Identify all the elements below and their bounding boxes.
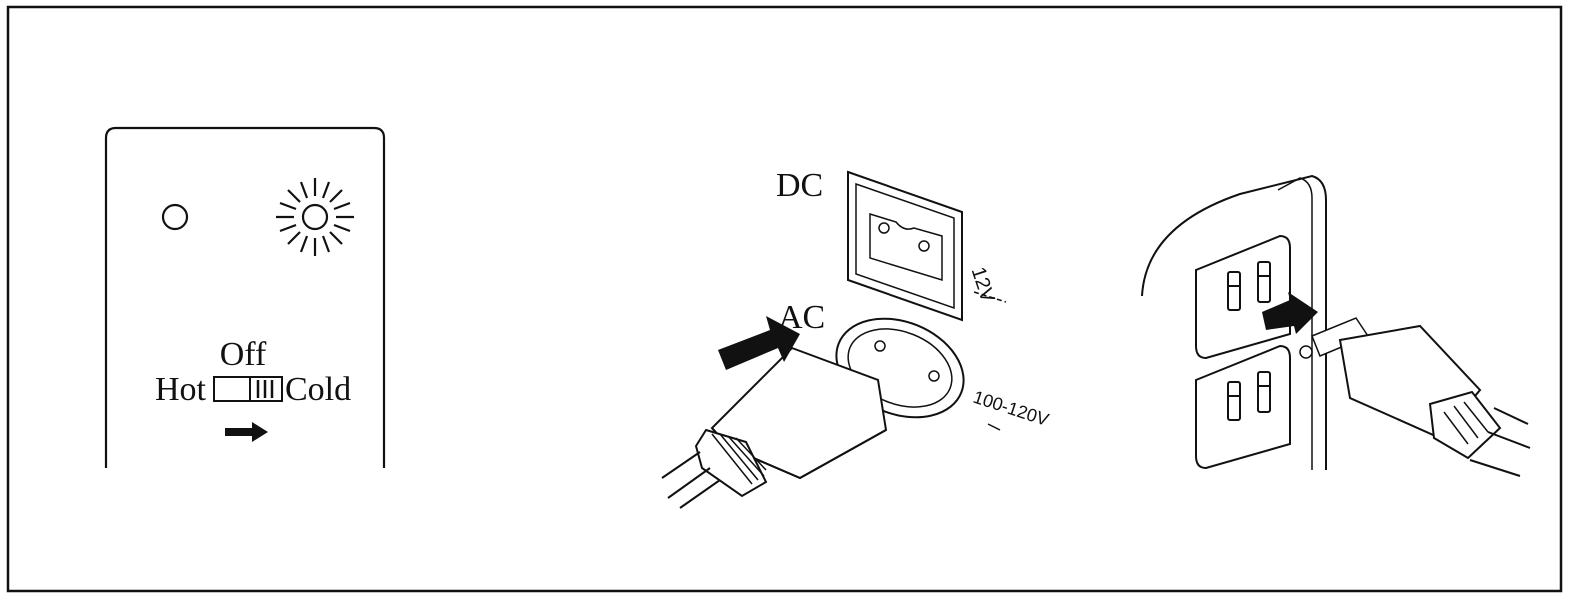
- outlet-lower: [1195, 344, 1291, 470]
- dc-label: DC: [776, 167, 823, 204]
- switch-off-label: Off: [220, 336, 267, 373]
- switch-hot-label: Hot: [155, 371, 207, 408]
- ac-label: AC: [778, 299, 825, 336]
- switch-direction-arrow-icon: [225, 422, 268, 442]
- dc-ac-socket-illustration: [661, 170, 1007, 509]
- outlet-upper: [1195, 234, 1291, 360]
- voltage-ac-symbol: [987, 423, 1001, 431]
- diagram-frame: [6, 5, 1563, 593]
- wall-cord: [1469, 407, 1531, 477]
- control-panel-outline: [104, 126, 386, 468]
- wall-outlet-illustration: [1141, 174, 1531, 477]
- wall-plug: [1299, 317, 1502, 460]
- dc-socket: [847, 170, 963, 322]
- indicator-off-icon: [161, 203, 189, 231]
- control-panel: [104, 126, 386, 468]
- switch-cold-label: Cold: [285, 371, 351, 408]
- wall-insert-arrow-icon: [1262, 292, 1318, 334]
- indicator-on-icon: [276, 178, 354, 256]
- mode-switch[interactable]: [213, 376, 283, 402]
- insert-arrow-icon: [718, 316, 800, 370]
- dc-voltage-label: 12V: [967, 264, 999, 305]
- voltage-12v-symbol: [973, 291, 1007, 303]
- ac-plug: [694, 346, 888, 498]
- ac-voltage-label: 100-120V: [971, 387, 1051, 430]
- wall-plate-outline: [1141, 174, 1327, 470]
- ac-cord: [661, 451, 721, 509]
